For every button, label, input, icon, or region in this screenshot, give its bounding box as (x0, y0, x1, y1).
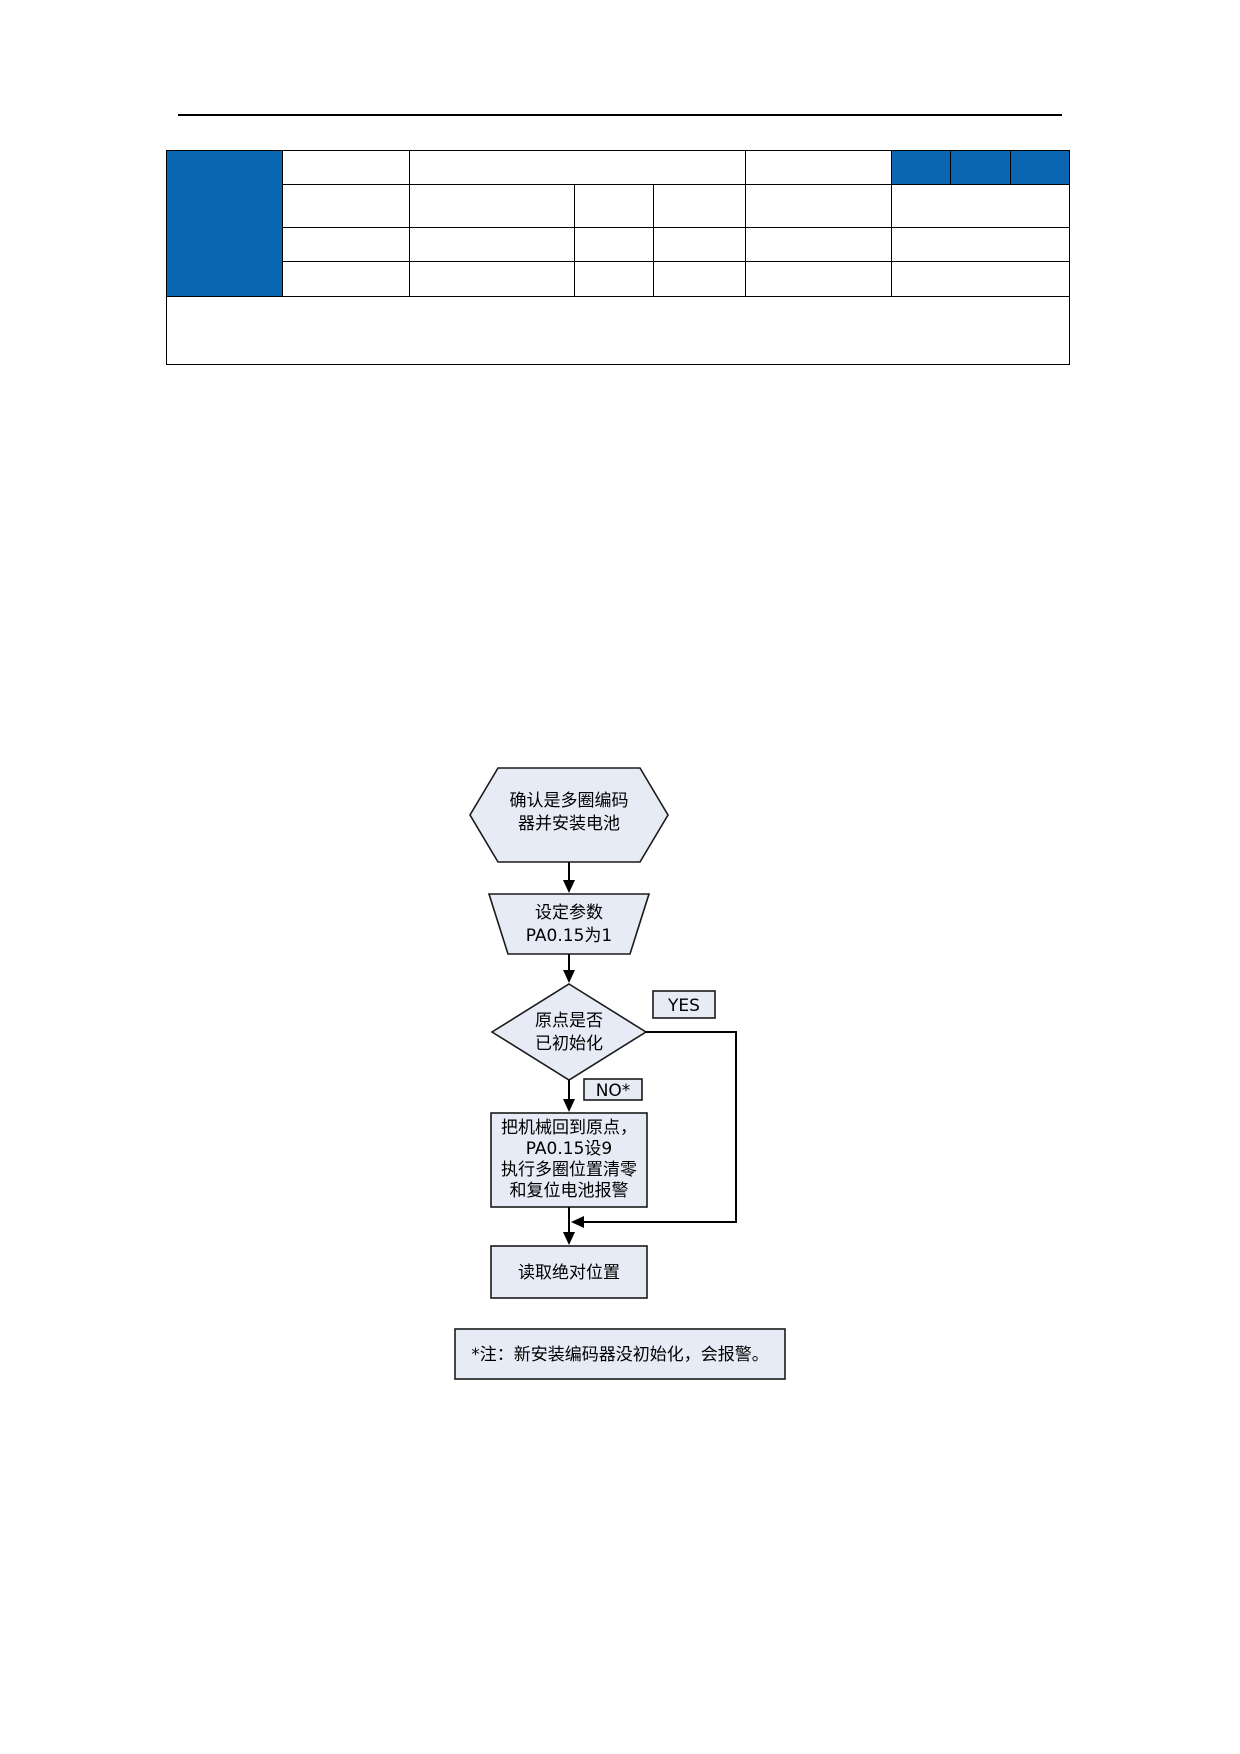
note-box: *注：新安装编码器没初始化，会报警。 (454, 1328, 786, 1380)
start-node-line-2: 器并安装电池 (518, 814, 620, 834)
decision-line-2: 已初始化 (535, 1034, 603, 1054)
process-line-1: 把机械回到原点， (501, 1118, 637, 1138)
yes-label-text: YES (667, 996, 700, 1016)
no-label: NO* (583, 1078, 643, 1101)
table-cell (409, 184, 575, 228)
table-cell (653, 261, 746, 297)
set-parameter-line-1: 设定参数 (535, 903, 603, 923)
table-cell (891, 184, 1070, 228)
arrow-head (571, 1216, 584, 1228)
arrow-head (563, 1232, 575, 1245)
table-header-cell (1010, 150, 1070, 185)
table-cell (891, 227, 1070, 262)
yes-branch-line (584, 1031, 737, 1223)
header-rule (178, 114, 1062, 116)
table-cell (409, 261, 575, 297)
table-cell (745, 184, 892, 228)
end-node-text: 读取绝对位置 (518, 1263, 620, 1283)
table-description-cell (166, 296, 1070, 365)
parameter-table (166, 150, 1070, 365)
process-line-3: 执行多圈位置清零 (501, 1160, 637, 1180)
arrow-head (563, 880, 575, 893)
set-parameter-node: 设定参数 PA0.15为1 (487, 893, 651, 955)
table-header-cell (166, 150, 283, 297)
table-cell (653, 184, 746, 228)
table-cell (409, 227, 575, 262)
yes-label: YES (652, 990, 716, 1019)
process-node: 把机械回到原点， PA0.15设9 执行多圈位置清零 和复位电池报警 (490, 1112, 648, 1208)
table-cell (653, 227, 746, 262)
table-cell (745, 227, 892, 262)
arrow-head (563, 970, 575, 983)
no-label-text: NO* (596, 1081, 631, 1101)
process-line-4: 和复位电池报警 (510, 1181, 629, 1201)
start-node-line-1: 确认是多圈编码 (510, 791, 629, 811)
note-text: *注：新安装编码器没初始化，会报警。 (471, 1345, 769, 1365)
table-cell (574, 227, 654, 262)
table-cell (409, 150, 746, 185)
set-parameter-line-2: PA0.15为1 (526, 926, 612, 946)
end-node: 读取绝对位置 (490, 1245, 648, 1299)
table-cell (745, 261, 892, 297)
process-line-2: PA0.15设9 (526, 1139, 612, 1159)
arrow-head (563, 1099, 575, 1112)
decision-line-1: 原点是否 (535, 1011, 603, 1031)
decision-node: 原点是否 已初始化 (490, 983, 648, 1081)
table-cell (282, 227, 410, 262)
table-cell (282, 184, 410, 228)
start-node: 确认是多圈编码 器并安装电池 (469, 767, 669, 863)
